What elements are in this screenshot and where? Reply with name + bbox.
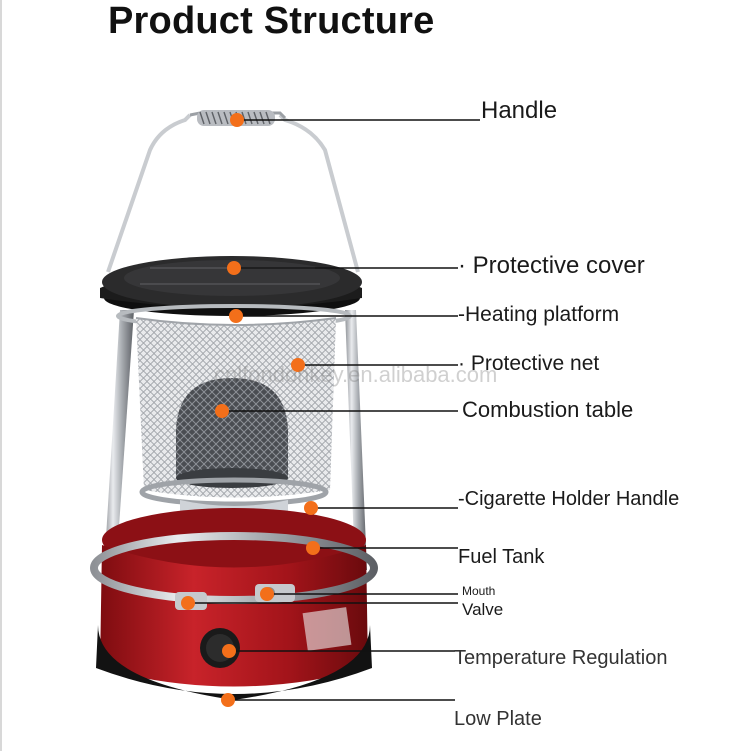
leader-lines <box>188 119 480 701</box>
part-markers <box>181 113 320 707</box>
combustion-table <box>176 378 288 488</box>
label-valve: Valve <box>462 600 504 619</box>
marker-heating-platform <box>229 309 243 323</box>
marker-combustion-table <box>215 404 229 418</box>
page-title: Product Structure <box>108 0 435 42</box>
label-low-plate: Low Plate <box>454 708 542 730</box>
label-mouth: Mouth <box>462 584 496 598</box>
chrome-legs <box>104 310 367 570</box>
label-heating-platform: -Heating platform <box>458 303 620 326</box>
marker-mouth <box>260 587 274 601</box>
handle-wire <box>106 110 360 273</box>
label-temperature-regulation: Temperature Regulation <box>454 647 668 669</box>
cigarette-holder-ring <box>139 477 329 507</box>
label-combustion-table: Combustion table <box>462 397 634 422</box>
label-protective-net: · Protective net <box>458 352 600 375</box>
label-fuel-tank: Fuel Tank <box>458 546 545 568</box>
marker-temperature <box>222 644 236 658</box>
left-border <box>0 0 2 751</box>
label-cigarette-holder-handle: -Cigarette Holder Handle <box>458 488 680 510</box>
marker-valve <box>181 596 195 610</box>
marker-handle <box>230 113 244 127</box>
watermark: cnlfondonkey.en.alibaba.com <box>214 362 498 387</box>
marker-low-plate <box>221 693 235 707</box>
marker-cigarette-holder <box>304 501 318 515</box>
marker-protective-cover <box>227 261 241 275</box>
marker-protective-net <box>291 358 305 372</box>
label-handle: Handle <box>481 97 558 124</box>
label-protective-cover: · Protective cover <box>458 252 645 279</box>
marker-fuel-tank <box>306 541 320 555</box>
